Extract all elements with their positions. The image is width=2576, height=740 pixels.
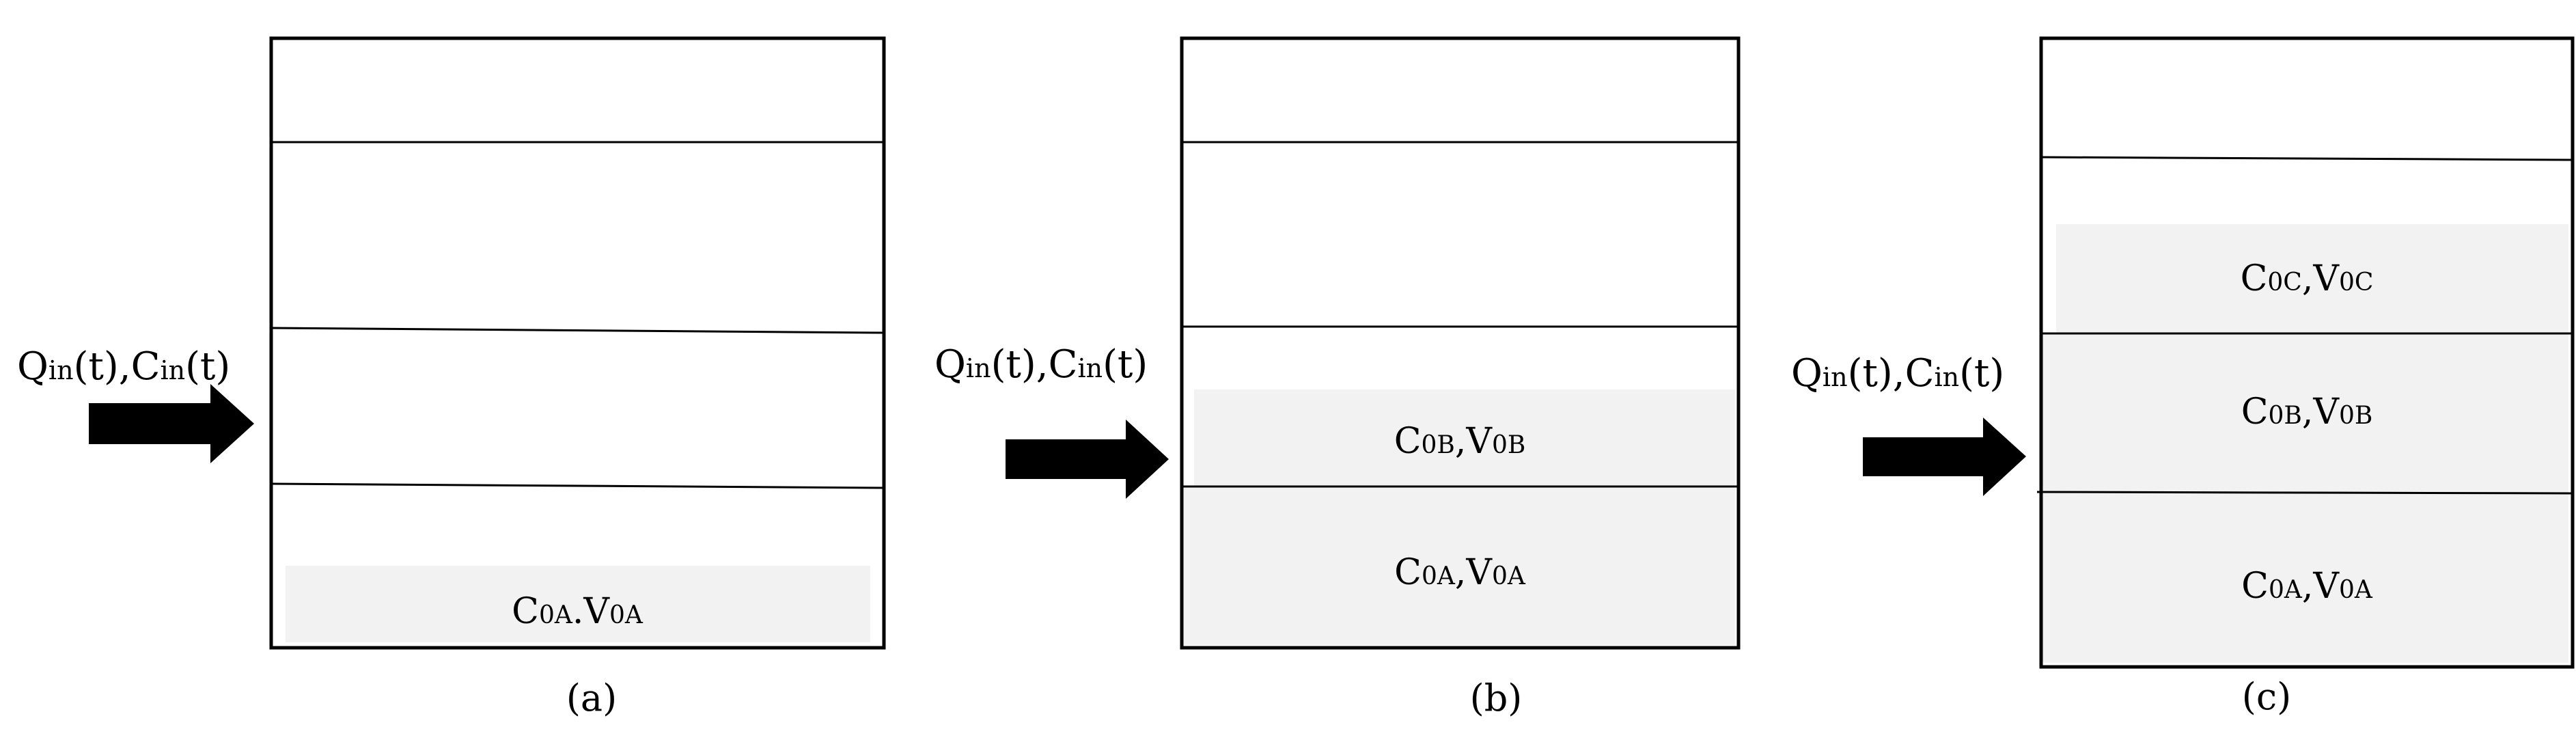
tank-outline-c [2039, 36, 2575, 669]
layer-fill-b-0b [1194, 389, 1735, 487]
layer-label-a-0a: C0A.V0A [512, 591, 643, 632]
layer-label-c-0b: C0B,V0B [2241, 392, 2373, 433]
tank-outline-a [269, 36, 886, 650]
layer-fill-b-0a [1182, 487, 1735, 645]
layer-label-c-0a: C0A,V0A [2241, 566, 2373, 607]
layer-fill-c-0a [2041, 492, 2568, 663]
layer-line [2040, 156, 2573, 161]
panel-a: Qin(t),Cin(t) C0A.V0A (a) [17, 36, 886, 720]
inflow-arrow-c [1863, 417, 2026, 496]
inflow-label-c: Qin(t),Cin(t) [1791, 351, 2004, 396]
layer-line [2036, 491, 2573, 495]
layer-line [271, 327, 885, 334]
layer-label-b-0a: C0A,V0A [1394, 552, 1526, 593]
layer-line [271, 482, 885, 489]
panel-c: Qin(t),Cin(t) C0C,V0C C0B,V0B C0A,V0A (c… [1791, 36, 2575, 718]
layer-fill-c-0b [2041, 333, 2568, 492]
inflow-label-b: Qin(t),Cin(t) [934, 342, 1148, 387]
caption-b: (b) [1470, 676, 1523, 720]
layer-fill-a-0a [286, 566, 870, 642]
panel-b: Qin(t),Cin(t) C0B,V0B C0A,V0A (b) [934, 36, 1741, 720]
caption-a: (a) [566, 676, 617, 720]
layer-fill-c-0c [2056, 224, 2568, 333]
layer-label-b-0b: C0B,V0B [1394, 421, 1526, 462]
tank-outline-b [1180, 36, 1741, 650]
layer-label-c-0c: C0C,V0C [2241, 258, 2374, 299]
inflow-label-a: Qin(t),Cin(t) [17, 344, 230, 389]
inflow-arrow-a [89, 384, 254, 463]
caption-c: (c) [2242, 675, 2291, 718]
inflow-arrow-b [1006, 420, 1169, 499]
